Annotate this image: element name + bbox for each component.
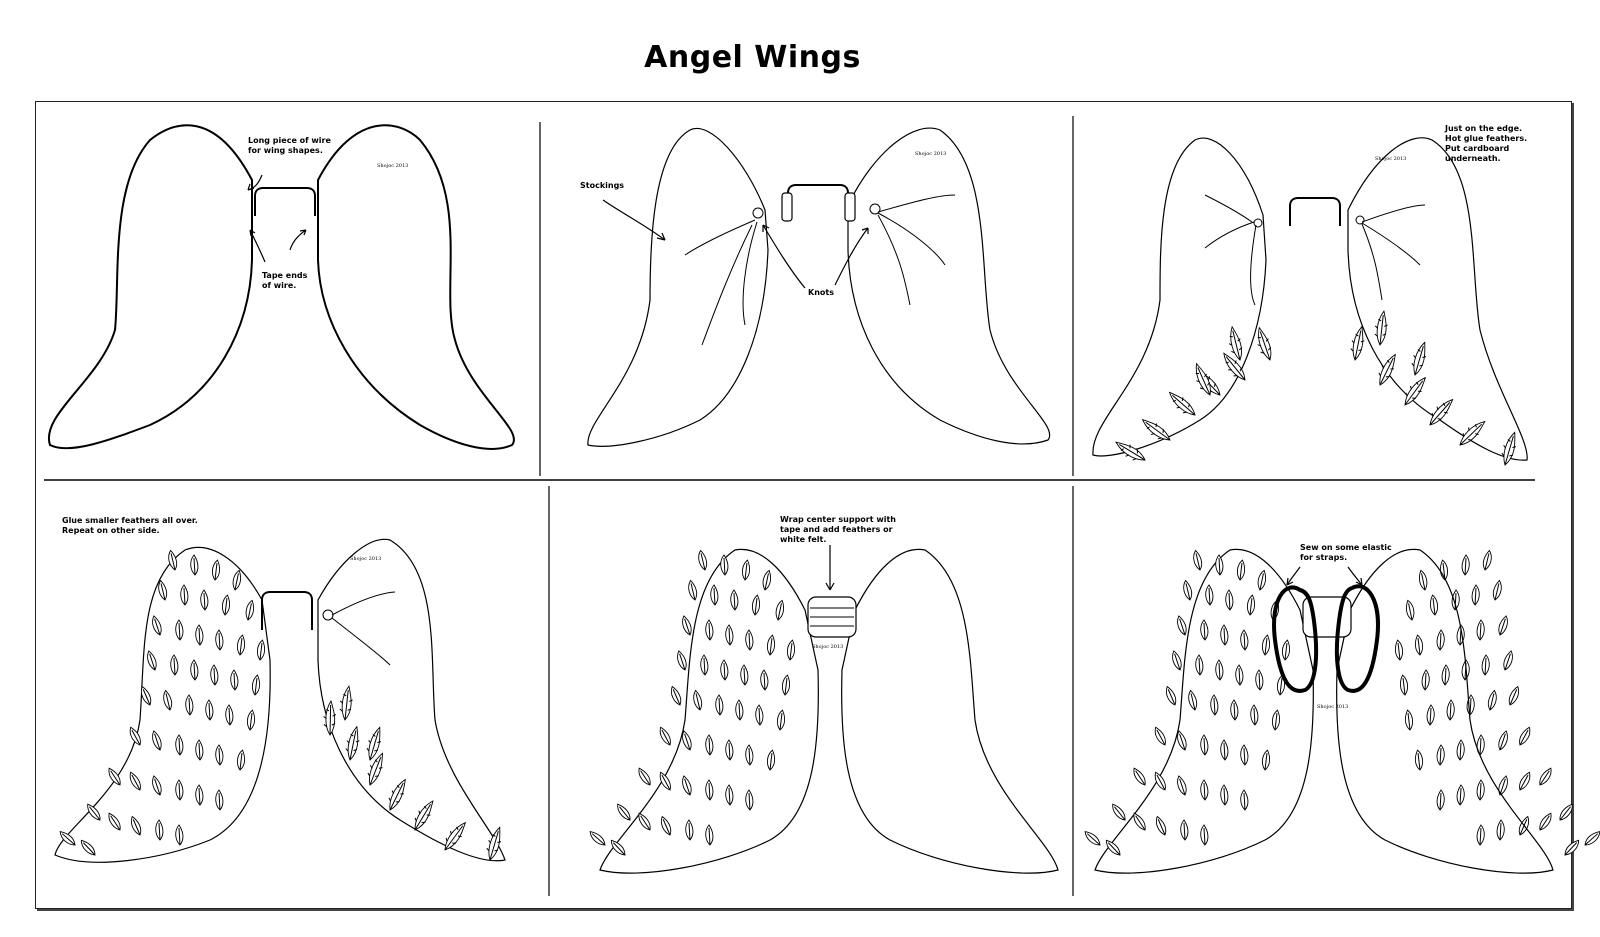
panel-4-note-line2: Repeat on other side. xyxy=(62,526,160,535)
panel-1-note-tape-line1: Tape ends xyxy=(262,271,308,280)
panel-6-signature: Shojoc 2013 xyxy=(1317,704,1348,710)
panel-3-note-line2: Hot glue feathers. xyxy=(1445,134,1527,143)
page-title: Angel Wings xyxy=(644,40,861,75)
panel-4-note-line1: Glue smaller feathers all over. xyxy=(62,516,198,525)
panel-5-note-line1: Wrap center support with xyxy=(780,515,896,524)
panel-6-note-line2: for straps. xyxy=(1300,553,1347,562)
panel-4-signature: Shojoc 2013 xyxy=(350,556,381,562)
panel-5-covered-center: Wrap center support with tape and add fe… xyxy=(588,515,1600,874)
panel-6-elastic-straps: Sew on some elastic for straps. Shojoc 2… xyxy=(1083,543,1554,874)
panel-1-note-tape-line2: of wire. xyxy=(262,281,296,290)
panel-3-note-line4: underneath. xyxy=(1445,154,1501,163)
panel-5-note-line2: tape and add feathers or xyxy=(780,525,893,534)
panel-2-signature: Shojoc 2013 xyxy=(915,151,946,157)
panel-5-signature: Shojoc 2013 xyxy=(812,644,843,650)
panel-2-note-stockings: Stockings xyxy=(580,181,624,190)
panel-3-note-line1: Just on the edge. xyxy=(1444,124,1522,133)
panel-5-note-line3: white felt. xyxy=(780,535,826,544)
panel-2-note-knots: Knots xyxy=(808,288,834,297)
panel-3-note-line3: Put cardboard xyxy=(1445,144,1510,153)
panel-1-note-wire-line2: for wing shapes. xyxy=(248,146,323,155)
panel-1-note-wire-line1: Long piece of wire xyxy=(248,136,331,145)
diagram-frame xyxy=(35,101,1572,909)
panel-1-signature: Shojoc 2013 xyxy=(377,163,408,169)
panel-3-signature: Shojoc 2013 xyxy=(1375,156,1406,162)
panel-6-note-line1: Sew on some elastic xyxy=(1300,543,1392,552)
panel-2-stockings: Stockings Knots Shojoc 2013 xyxy=(580,127,1051,447)
panel-4-glued-feathers: Glue smaller feathers all over. Repeat o… xyxy=(54,516,506,863)
panel-3-edge-feathers: Just on the edge. Hot glue feathers. Put… xyxy=(1092,124,1528,468)
panel-1-wire-frame: Long piece of wire for wing shapes. Tape… xyxy=(47,124,515,450)
